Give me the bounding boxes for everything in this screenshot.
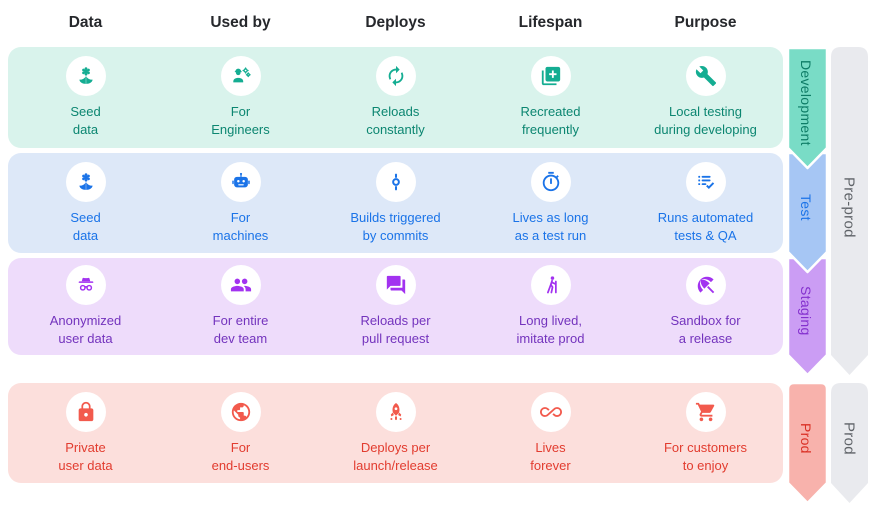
lock-icon (65, 391, 106, 432)
prod-arrow-shape (786, 381, 829, 505)
staging-arrow-label: Staging (798, 286, 814, 336)
column-header-data: Data (68, 14, 103, 31)
robot-icon (220, 161, 261, 202)
hiker-icon (530, 265, 571, 305)
note-add-icon (530, 56, 571, 96)
column-header-purpose: Purpose (674, 14, 737, 31)
rocket-icon (375, 391, 416, 432)
seed-icon (65, 161, 106, 202)
cart-icon (685, 391, 726, 432)
preprod-phase-label: Pre-prod (840, 176, 858, 238)
column-header-used-by: Used by (210, 14, 271, 31)
prod-gray-arrow-shape (831, 383, 868, 503)
checklist-icon (685, 161, 726, 202)
prod-phase-label: Prod (840, 421, 858, 455)
stage-phase-arrows (786, 47, 868, 505)
column-header-deploys: Deploys (365, 14, 426, 31)
seed-icon (65, 56, 106, 96)
wrench-icon (685, 56, 726, 96)
incognito-icon (65, 265, 106, 305)
forum-icon (375, 265, 416, 305)
cell-label: Long lived,imitate prod (516, 313, 585, 346)
cell-staging-lifespan: Long lived,imitate prod (473, 258, 628, 355)
umbrella-icon (685, 265, 726, 305)
infinity-icon (530, 391, 571, 432)
sync-icon (375, 56, 416, 96)
preprod-arrow-shape (831, 47, 868, 375)
development-arrow-label: Development (798, 60, 814, 146)
globe-icon (220, 391, 261, 432)
column-header-lifespan: Lifespan (518, 14, 583, 31)
timer-icon (530, 161, 571, 202)
column-headers: Data Used by Deploys Lifespan Purpose (8, 14, 783, 32)
commit-icon (375, 161, 416, 202)
engineer-icon (220, 56, 261, 96)
test-arrow-label: Test (798, 193, 814, 221)
prod-arrow-label: Prod (798, 422, 814, 454)
development-arrow-shape (786, 47, 829, 170)
group-icon (220, 265, 261, 305)
